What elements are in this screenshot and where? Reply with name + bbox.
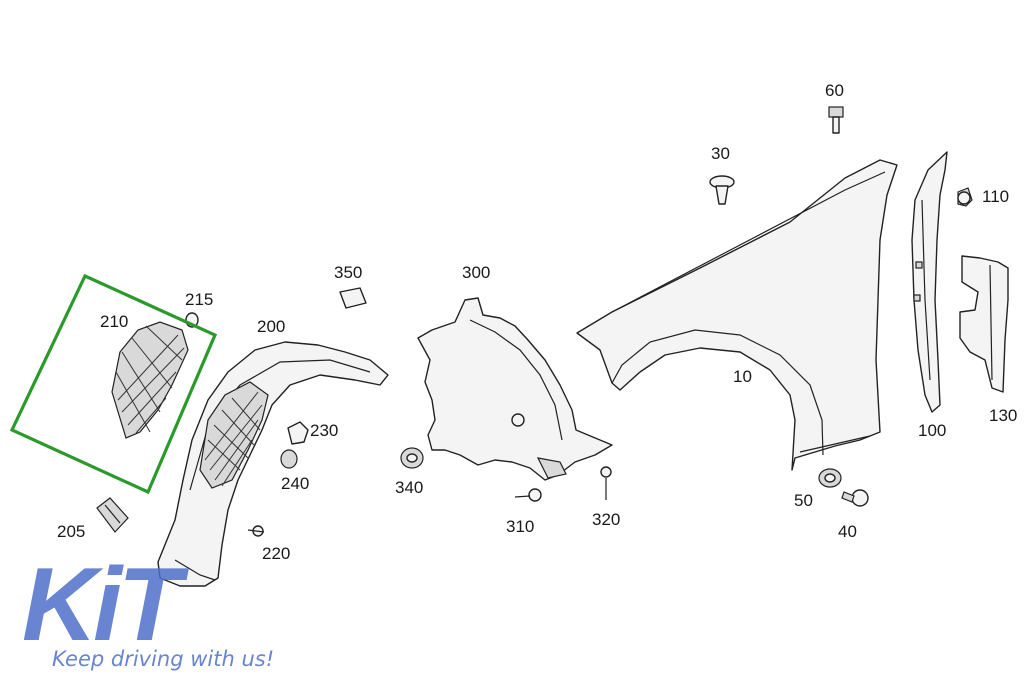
screw-part-220[interactable] (247, 525, 265, 537)
label-part-100: 100 (918, 421, 946, 440)
label-part-215: 215 (185, 290, 213, 309)
seal-part-130[interactable] (959, 255, 1009, 393)
clip-part-110[interactable] (957, 187, 973, 207)
watermark-brand: KiT (22, 547, 189, 663)
label-part-50: 50 (794, 491, 813, 510)
liner-grille-200 (199, 381, 269, 489)
label-part-110: 110 (982, 187, 1009, 206)
label-part-240: 240 (281, 474, 309, 493)
grille-part-210[interactable] (111, 321, 189, 439)
rivet-part-320[interactable] (600, 466, 612, 500)
label-part-210: 210 (100, 312, 128, 331)
label-part-30: 30 (711, 144, 730, 163)
nut-part-50[interactable] (818, 468, 842, 488)
clip-part-30[interactable] (709, 175, 735, 205)
watermark-logo: KiT Keep driving with us! (22, 547, 274, 671)
label-part-220: 220 (262, 544, 290, 563)
bracket-part-205[interactable] (96, 497, 129, 533)
watermark-tagline: Keep driving with us! (52, 647, 274, 671)
label-part-300: 300 (462, 263, 490, 282)
nut-part-240[interactable] (280, 449, 298, 469)
label-part-10: 10 (733, 367, 752, 386)
label-part-320: 320 (592, 510, 620, 529)
block-part-350[interactable] (339, 287, 367, 309)
label-part-40: 40 (838, 522, 857, 541)
nut-part-340[interactable] (400, 447, 424, 469)
liner-part-300[interactable] (417, 297, 613, 481)
label-part-60: 60 (825, 81, 844, 100)
fender-part-10[interactable] (576, 159, 898, 471)
clip-part-230[interactable] (287, 421, 309, 445)
bolt-part-40[interactable] (841, 489, 869, 507)
highlight-frame (9, 273, 218, 495)
bolt-part-60[interactable] (828, 106, 844, 134)
label-part-230: 230 (310, 421, 338, 440)
label-part-310: 310 (506, 517, 534, 536)
label-part-130: 130 (989, 406, 1017, 425)
label-part-350: 350 (334, 263, 362, 282)
label-part-205: 205 (57, 522, 85, 541)
label-part-200: 200 (257, 317, 285, 336)
bracket-part-100[interactable] (911, 151, 948, 413)
label-part-340: 340 (395, 478, 423, 497)
rivet-part-310[interactable] (514, 488, 542, 502)
